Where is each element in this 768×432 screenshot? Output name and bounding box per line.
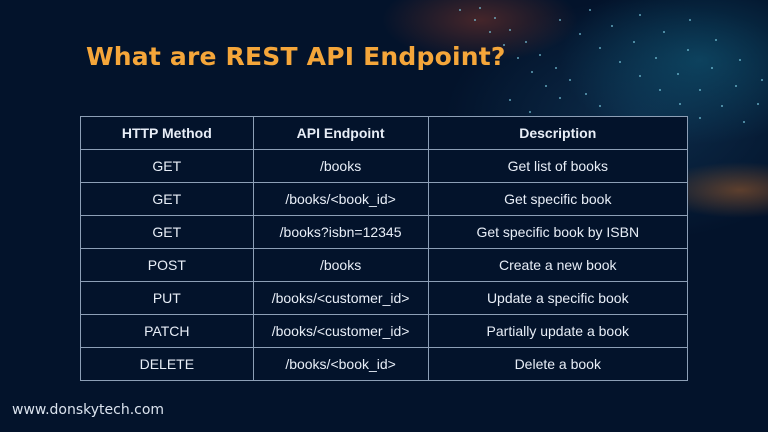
cell-endpoint: /books/<book_id> xyxy=(252,347,429,381)
cell-endpoint: /books/<customer_id> xyxy=(252,314,429,348)
table-row: PUT /books/<customer_id> Update a specif… xyxy=(80,281,689,315)
cell-method: POST xyxy=(80,248,254,282)
cell-description: Update a specific book xyxy=(427,281,689,315)
header-http-method: HTTP Method xyxy=(80,116,254,150)
cell-description: Get specific book xyxy=(427,182,689,216)
slide-title: What are REST API Endpoint? xyxy=(86,42,506,71)
table-row: GET /books/<book_id> Get specific book xyxy=(80,182,689,216)
cell-description: Partially update a book xyxy=(427,314,689,348)
table-row: GET /books?isbn=12345 Get specific book … xyxy=(80,215,689,249)
endpoints-table: HTTP Method API Endpoint Description GET… xyxy=(80,116,689,381)
cell-method: GET xyxy=(80,215,254,249)
header-api-endpoint: API Endpoint xyxy=(252,116,429,150)
cell-method: DELETE xyxy=(80,347,254,381)
table-header-row: HTTP Method API Endpoint Description xyxy=(80,116,689,150)
cell-endpoint: /books xyxy=(252,149,429,183)
cell-description: Create a new book xyxy=(427,248,689,282)
cell-method: PUT xyxy=(80,281,254,315)
header-description: Description xyxy=(427,116,689,150)
cell-method: PATCH xyxy=(80,314,254,348)
cell-description: Delete a book xyxy=(427,347,689,381)
table-row: DELETE /books/<book_id> Delete a book xyxy=(80,347,689,381)
cell-endpoint: /books/<customer_id> xyxy=(252,281,429,315)
cell-description: Get list of books xyxy=(427,149,689,183)
cell-method: GET xyxy=(80,149,254,183)
cell-endpoint: /books/<book_id> xyxy=(252,182,429,216)
cell-method: GET xyxy=(80,182,254,216)
cell-endpoint: /books xyxy=(252,248,429,282)
cell-description: Get specific book by ISBN xyxy=(427,215,689,249)
cell-endpoint: /books?isbn=12345 xyxy=(252,215,429,249)
table-row: GET /books Get list of books xyxy=(80,149,689,183)
table-row: PATCH /books/<customer_id> Partially upd… xyxy=(80,314,689,348)
website-url: www.donskytech.com xyxy=(12,402,165,418)
table-row: POST /books Create a new book xyxy=(80,248,689,282)
